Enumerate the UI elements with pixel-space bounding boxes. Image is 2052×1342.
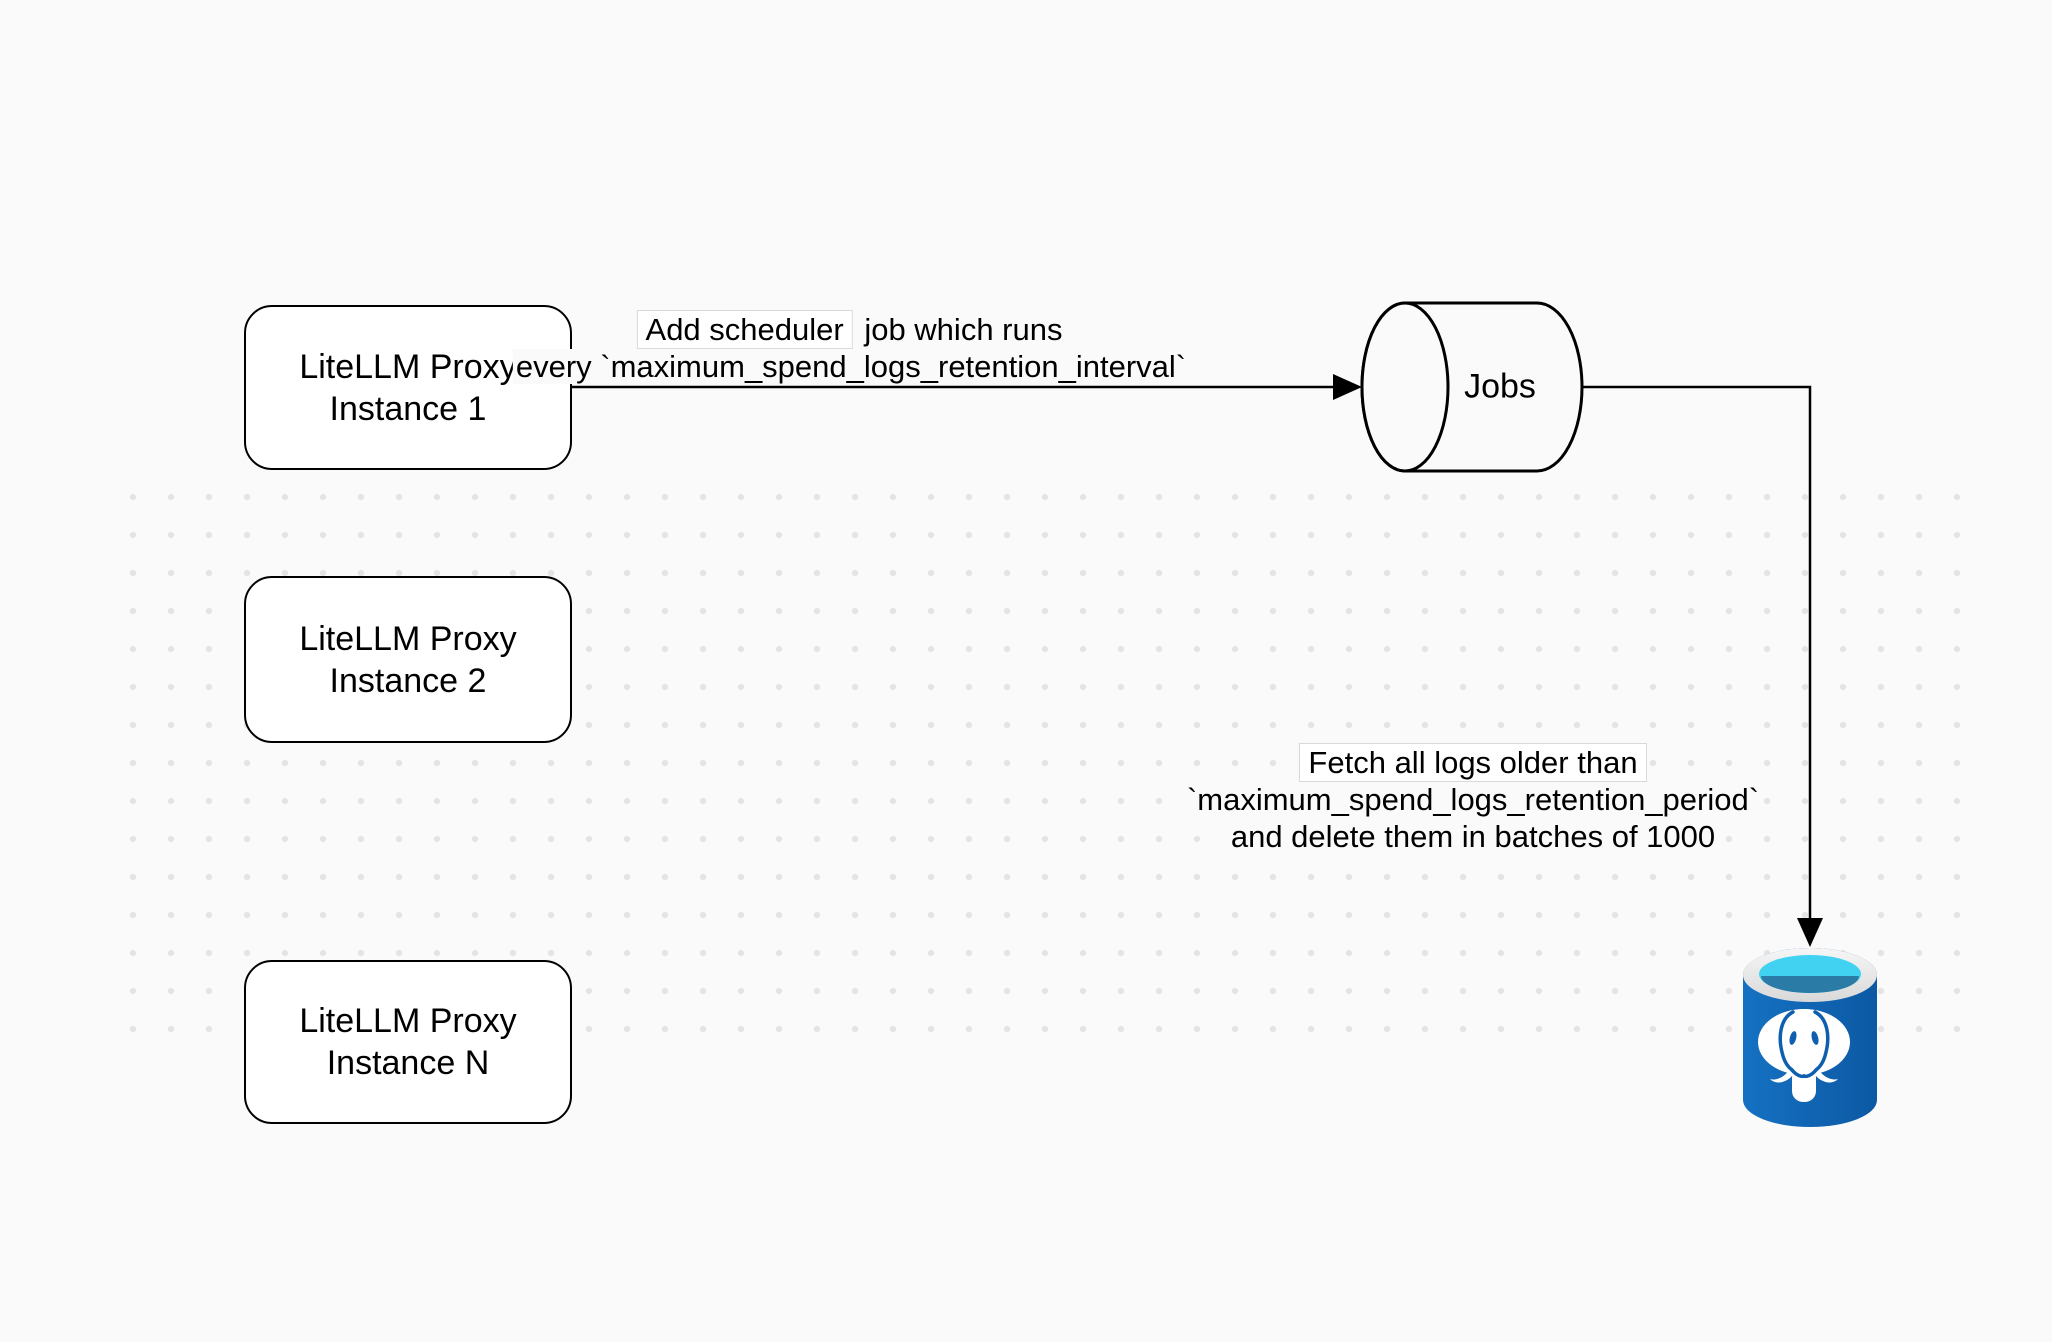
node-label-line2: Instance 2	[329, 661, 487, 700]
edge-instance1-to-jobs[interactable]	[572, 374, 1362, 400]
edge-label-fetch-line3: and delete them in batches of 1000	[1184, 818, 1762, 855]
node-label-line2: Instance N	[326, 1044, 490, 1082]
edge-label-scheduler-line1: Add scheduler job which runs	[513, 310, 1189, 349]
node-label-line1: LiteLLM Proxy	[299, 619, 517, 658]
jobs-queue-node[interactable]	[1360, 301, 1584, 473]
edge-label-fetch-line1: Fetch all logs older than	[1184, 743, 1762, 782]
postgres-water-deep	[1761, 976, 1859, 993]
node-label: LiteLLM Proxy Instance 2	[299, 618, 516, 702]
queue-cylinder-face	[1360, 301, 1450, 473]
node-litellm-proxy-instance-1[interactable]: LiteLLM Proxy Instance 1	[244, 305, 572, 470]
arrowhead-down	[1797, 918, 1823, 947]
node-label: LiteLLM Proxy Instance 1	[299, 346, 516, 430]
node-litellm-proxy-instance-2[interactable]: LiteLLM Proxy Instance 2	[244, 576, 572, 743]
node-litellm-proxy-instance-n[interactable]: LiteLLM Proxy Instance N	[244, 960, 572, 1124]
edge-label-boxed-text: Add scheduler	[636, 310, 853, 349]
arrowhead-right	[1333, 374, 1362, 400]
edge-label-scheduler-line2: every `maximum_spend_logs_retention_inte…	[512, 348, 1190, 385]
postgresql-database-node[interactable]	[1743, 948, 1877, 1127]
edge-label-scheduler: Add scheduler job which runs every `maxi…	[512, 310, 1190, 385]
node-label-line1: LiteLLM Proxy	[299, 347, 517, 386]
node-label-line2: Instance 1	[329, 389, 487, 428]
dot-grid-background	[114, 478, 1976, 1044]
postgresql-elephant-icon	[1758, 1009, 1850, 1102]
node-label: LiteLLM Proxy Instance N	[299, 1000, 516, 1084]
edge-label-boxed-text: Fetch all logs older than	[1299, 743, 1647, 782]
edge-jobs-to-postgres[interactable]	[1582, 385, 1823, 947]
node-label-line1: LiteLLM Proxy	[299, 1002, 517, 1040]
edge-label-fetch-line2: `maximum_spend_logs_retention_period`	[1183, 781, 1763, 818]
jobs-queue-label: Jobs	[1464, 367, 1536, 406]
edge-label-fetch-delete: Fetch all logs older than `maximum_spend…	[1183, 743, 1763, 855]
